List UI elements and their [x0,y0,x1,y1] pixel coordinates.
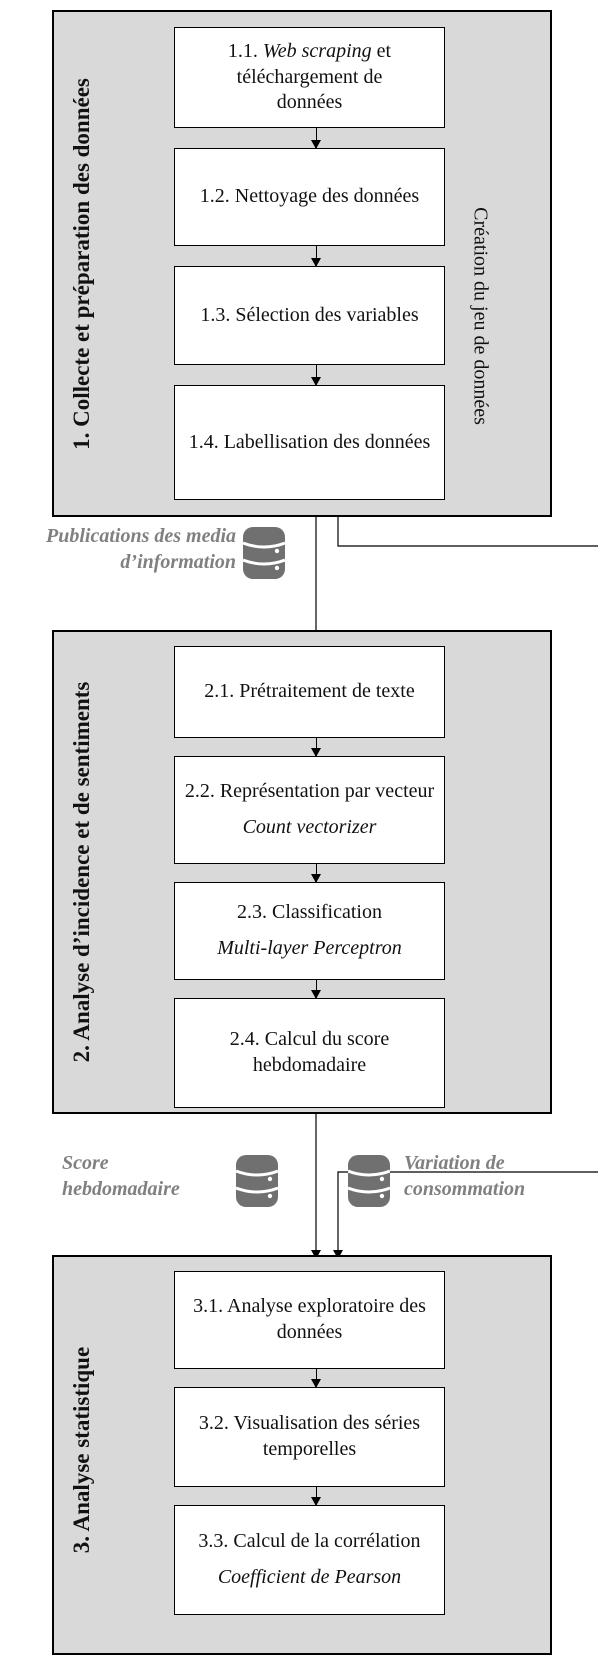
step-2-3-classification: 2.3. Classification Multi-layer Perceptr… [174,882,445,980]
arrow [311,246,321,267]
step-3-1-analyse-exploratoire: 3.1. Analyse exploratoire des données [174,1271,445,1369]
publications-label: Publications des media d’information [46,525,236,573]
section-title: 1. Collecte et préparation des données [69,77,94,450]
step-3-2-visualisation: 3.2. Visualisation des séries temporelle… [174,1387,445,1487]
arrow [311,128,321,149]
variation-line [337,1171,598,1255]
step-2-4-calcul-score: 2.4. Calcul du score hebdomadaire [174,998,445,1108]
arrow [311,1369,321,1388]
step-1-2-nettoyage: 1.2. Nettoyage des données [174,148,445,246]
step-1-1-web-scraping: 1.1. Web scraping et téléchargement de d… [174,27,445,128]
database-icon [236,1155,278,1207]
arrow [311,1487,321,1506]
step-1-3-selection: 1.3. Sélection des variables [174,266,445,365]
variation-arrowhead [333,1250,343,1259]
step-2-2-representation: 2.2. Représentation par vecteur Count ve… [174,756,445,864]
score-label: Score hebdomadaire [62,1152,180,1200]
score-arrowhead [311,1250,321,1259]
step-2-1-pretraitement: 2.1. Prétraitement de texte [174,646,445,738]
step-3-3-correlation: 3.3. Calcul de la corrélation Coefficien… [174,1505,445,1615]
arrow [311,365,321,386]
section-title: 3. Analyse statistique [69,1346,94,1554]
section-title: 2. Analyse d’incidence et de sentiments [69,681,94,1063]
step-1-4-labellisation: 1.4. Labellisation des données [174,385,445,500]
arrow [311,864,321,883]
database-icon [243,527,285,579]
variation-label: Variation de consommation [404,1152,526,1200]
arrow [311,738,321,757]
arrow [311,980,321,999]
database-icon [348,1155,390,1207]
